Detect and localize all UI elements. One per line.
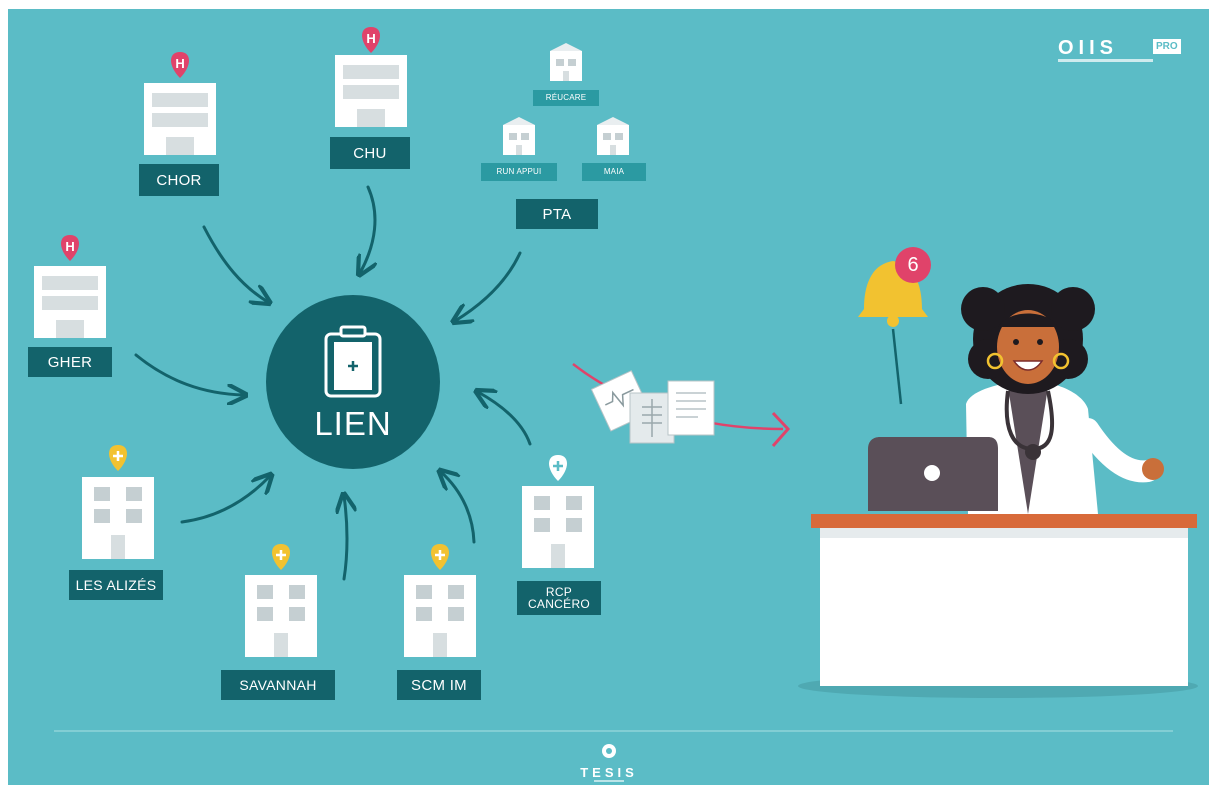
label-gher: GHER <box>28 347 112 377</box>
label-les-alizes: LES ALIZÉS <box>69 570 163 600</box>
building-scm-im <box>404 542 476 657</box>
label-pta: PTA <box>516 199 598 229</box>
doctor-illustration <box>798 284 1198 698</box>
label-rcp-cancero: RCP CANCÉRO <box>517 581 601 615</box>
building-rcp-cancero <box>522 455 594 568</box>
hub-label: LIEN <box>314 405 392 442</box>
label-reucare: RÉUCARE <box>533 90 599 106</box>
building-chu <box>335 27 407 127</box>
building-gher <box>34 235 106 338</box>
label-rcp-line1: RCP <box>545 585 573 599</box>
hospital-pin-icon <box>171 52 189 78</box>
flow-arrows <box>134 185 532 581</box>
notification-badge <box>895 247 931 283</box>
building-chor <box>144 52 216 155</box>
clinic-pin-icon <box>270 542 292 572</box>
clinic-pin-icon <box>107 443 129 473</box>
building-run-appui <box>503 117 535 155</box>
footer-brand: TESIS <box>580 765 638 780</box>
label-scm-im: SCM IM <box>397 670 481 700</box>
building-reucare <box>550 43 582 81</box>
label-chu: CHU <box>330 137 410 169</box>
label-maia: MAIA <box>582 163 646 181</box>
clinic-pin-icon <box>549 455 567 481</box>
hospital-pin-icon <box>362 27 380 53</box>
building-les-alizes <box>82 443 154 559</box>
notification-count: 6 <box>907 254 919 276</box>
clinic-pin-icon <box>429 542 451 572</box>
label-savannah: SAVANNAH <box>221 670 335 700</box>
hub-lien <box>266 295 440 469</box>
hospital-pin-icon <box>61 235 79 261</box>
footer-brand-sub <box>594 780 624 782</box>
diagram-canvas: H <box>8 9 1209 785</box>
label-chor: CHOR <box>139 164 219 196</box>
documents-icon <box>572 363 791 447</box>
brand-logo: OIIS <box>1058 37 1119 59</box>
brand-logo-tag: PRO <box>1153 39 1181 54</box>
clipboard-icon <box>324 325 382 398</box>
brand-logo-tagline <box>1058 59 1153 62</box>
label-run-appui: RUN APPUI <box>481 163 557 181</box>
building-savannah <box>245 542 317 657</box>
label-rcp-line2: CANCÉRO <box>527 597 591 611</box>
notification-bell-icon <box>858 247 931 405</box>
tesis-logo-icon <box>602 744 616 758</box>
building-maia <box>597 117 629 155</box>
